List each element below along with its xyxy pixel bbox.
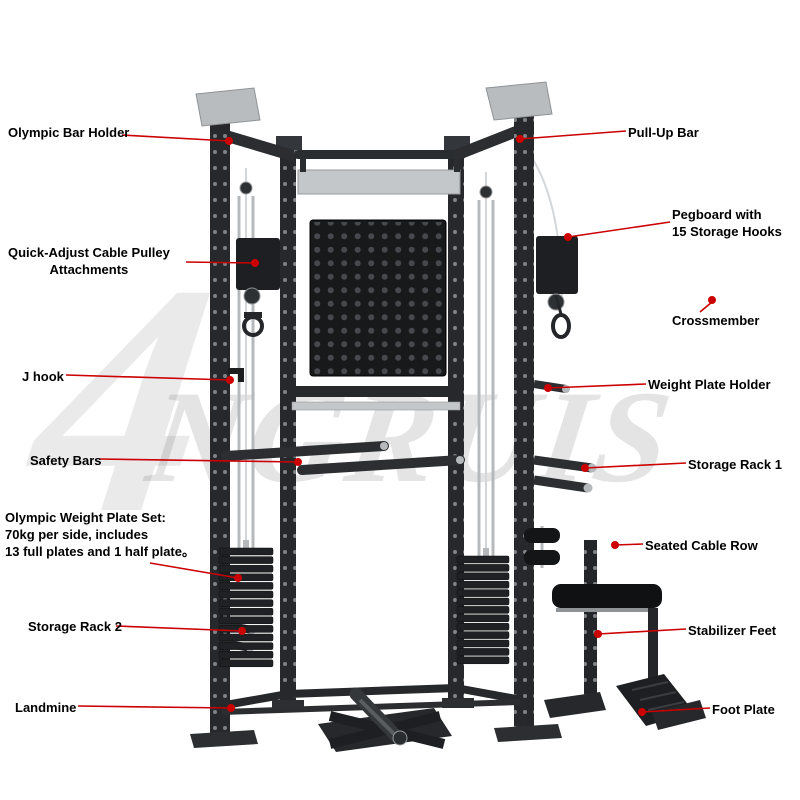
callout-label: Landmine [15,700,77,715]
weight-stack-right [456,548,510,665]
callout-dot [238,627,246,635]
callout-label: J hook [22,369,64,384]
leader-line [65,374,231,381]
leader-line [614,543,644,546]
callout-label: 70kg per side, includes [5,527,149,542]
callout-dot [251,259,259,267]
callout-label: Crossmember [672,313,760,328]
callout-label: Pegboard with [672,207,762,222]
j-hook [228,368,244,382]
olympic-bar-holder-cap [195,87,261,127]
leader-line [121,134,230,142]
leader-line [597,628,687,635]
leader-line [547,383,647,389]
leader-line [98,458,299,463]
callout-dot [544,384,552,392]
leader-line [77,705,232,709]
callout-label: Storage Rack 2 [28,619,122,634]
callout-label: Quick-Adjust Cable Pulley [8,245,170,260]
stabilizer-foot [544,692,606,718]
callout-dot [226,376,234,384]
callout-pull-up-bar: Pull-Up Bar [628,124,699,141]
callout-dot [294,458,302,466]
callout-dot [234,574,242,582]
callout-olympic-weight-plate-set: Olympic Weight Plate Set: 70kg per side,… [5,509,195,560]
callout-label: Attachments [49,262,129,277]
callout-j-hook: J hook [22,368,64,385]
callout-label: Olympic Weight Plate Set: [5,510,166,525]
callout-label: Weight Plate Holder [648,377,771,392]
weight-stack-left [218,540,274,668]
callout-stabilizer-feet: Stabilizer Feet [688,622,776,639]
callout-landmine: Landmine [15,699,76,716]
callout-weight-plate-holder: Weight Plate Holder [648,376,771,393]
leader-line [584,462,687,469]
callout-label: Storage Rack 1 [688,457,782,472]
callout-seated-cable-row: Seated Cable Row [645,537,758,554]
foam-roller [524,550,560,565]
bench-pad [552,584,662,608]
callout-crossmember: Crossmember [672,312,759,329]
callout-label: Seated Cable Row [645,538,758,553]
landmine [318,687,452,752]
d-handle-left [242,315,264,337]
stirrup-handle-right [551,313,571,339]
callout-foot-plate: Foot Plate [712,701,775,718]
callout-quick-adjust-cable-pulley-attachments: Quick-Adjust Cable Pulley Attachments [8,244,170,278]
leader-line [149,562,239,579]
top-structure [220,124,520,195]
crossmember-beams [290,386,462,411]
callout-pegboard-with-15-storage-hooks: Pegboard with 15 Storage Hooks [672,206,782,240]
callout-dot [516,135,524,143]
rear-uprights [276,136,470,704]
leader-line [115,625,243,632]
callout-dot [564,233,572,241]
leader-line [185,261,256,264]
callout-dot [611,541,619,549]
callout-dot [581,464,589,472]
callout-dot [594,630,602,638]
seated-cable-row [524,526,706,730]
callout-label: Foot Plate [712,702,775,717]
base-frame [190,684,562,748]
callout-label: Stabilizer Feet [688,623,777,638]
callout-label: Safety Bars [30,453,102,468]
callout-storage-rack-1: Storage Rack 1 [688,456,782,473]
callout-label: Pull-Up Bar [628,125,699,140]
callout-label: Olympic Bar Holder [8,125,130,140]
leader-line [641,707,711,713]
stabilizer-foot [652,700,706,730]
callout-label: 13 full plates and 1 half plate。 [5,544,195,559]
callout-safety-bars: Safety Bars [30,452,102,469]
foam-roller [524,528,560,543]
leader-line [519,130,627,140]
safety-bars [221,441,465,475]
pull-up-bar [294,150,466,159]
callout-dot [225,137,233,145]
callout-olympic-bar-holder: Olympic Bar Holder [8,124,129,141]
callout-dot [638,708,646,716]
pegboard [309,219,447,377]
callout-storage-rack-2: Storage Rack 2 [28,618,122,635]
leader-line [699,301,713,313]
leader-line [567,221,671,238]
callout-dot [227,704,235,712]
callout-label: 15 Storage Hooks [672,224,782,239]
callout-dot [708,296,716,304]
